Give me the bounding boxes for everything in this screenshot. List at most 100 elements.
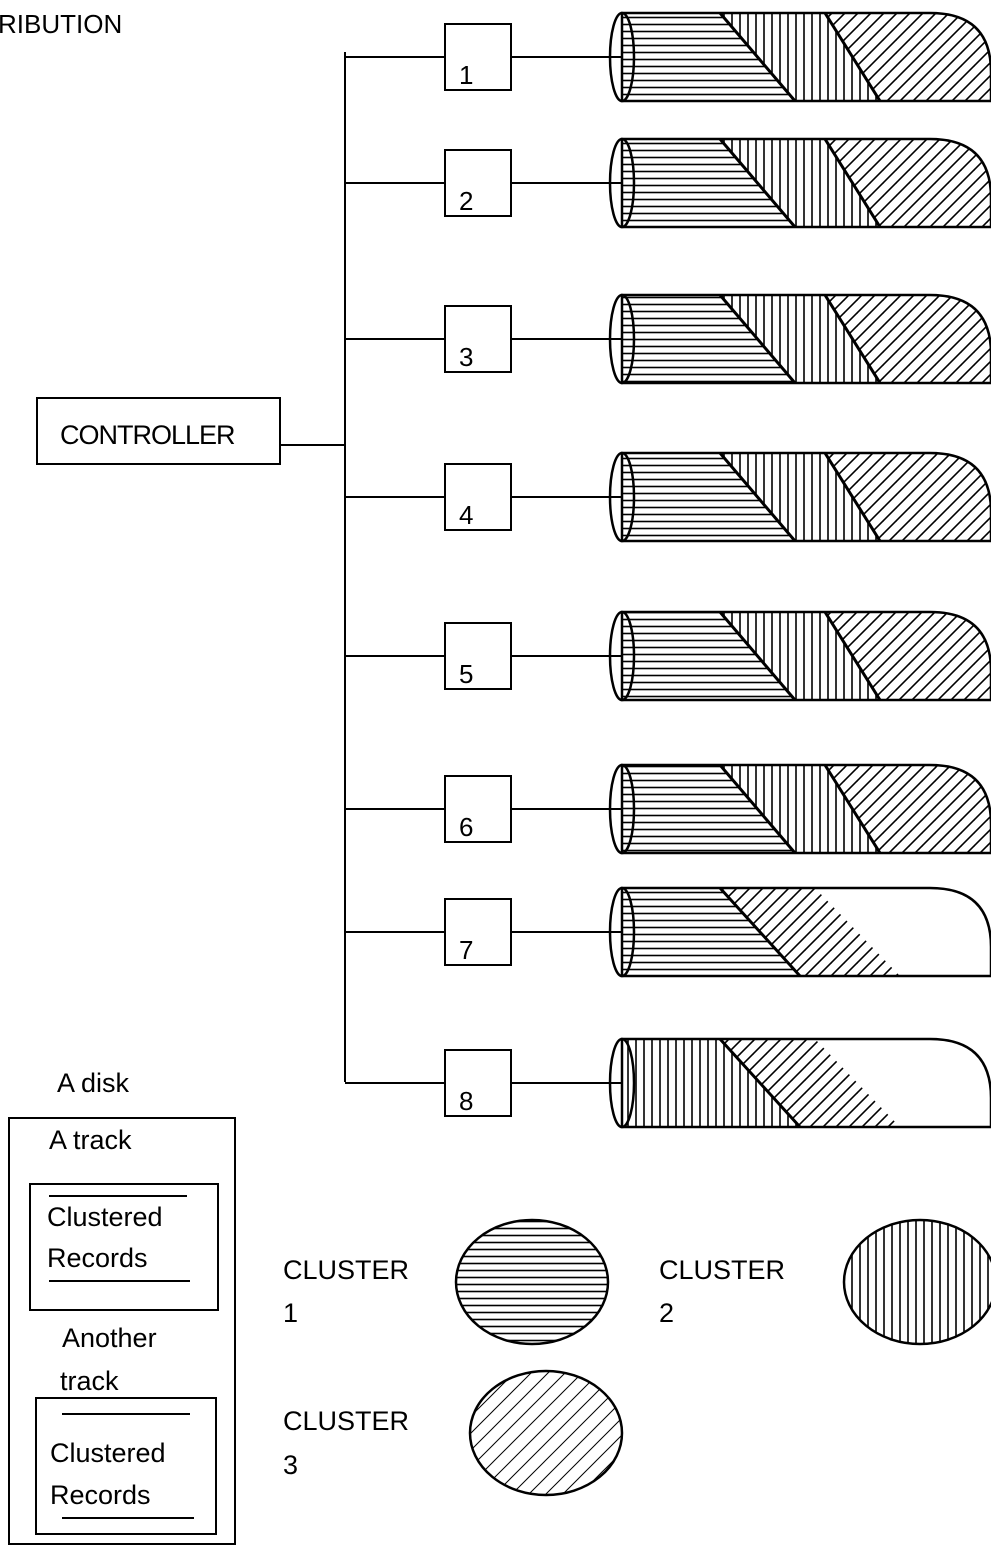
disk-2-zone-divider: [718, 139, 797, 227]
disk-end-cap-3: [608, 293, 636, 385]
channel-label-8: 8: [459, 1086, 473, 1116]
channel-box-8: [444, 1049, 512, 1117]
disk-end-cap-1: [608, 11, 636, 103]
disk-track-4: [620, 451, 991, 543]
disk-5-zone-horizontal: [622, 612, 795, 700]
disk-track-2: [620, 137, 991, 229]
channel-box-5: [444, 622, 512, 690]
legend-disk-label: A disk: [57, 1068, 130, 1098]
disk-2-zone-vertical: [720, 139, 880, 227]
disk-6-zone-horizontal: [622, 765, 795, 853]
disk-7-zone-diagonal: [720, 888, 900, 976]
disk-8-zone-divider: [718, 1039, 802, 1127]
disk-row-8: 8: [345, 1037, 991, 1129]
channel-label-1: 1: [459, 60, 473, 90]
disk-row-3: 3: [345, 293, 991, 385]
disk-8-zone-vertical: [622, 1039, 800, 1127]
disk-row-5: 5: [345, 610, 991, 702]
disk-track-3: [620, 293, 991, 385]
cluster-2-label-line1: CLUSTER: [659, 1255, 785, 1285]
legend-track1-line1: Clustered: [47, 1202, 163, 1232]
disk-row-7: 7: [345, 886, 991, 978]
cluster-1-label-line1: CLUSTER: [283, 1255, 409, 1285]
disk-track-8: [620, 1037, 991, 1129]
disk-6-zone-divider: [718, 765, 797, 853]
disk-3-zone-vertical: [720, 295, 880, 383]
legend-disk-box: [8, 1117, 236, 1545]
disk-3-zone-divider: [823, 295, 882, 383]
disk-1-zone-horizontal: [622, 13, 795, 101]
disk-1-zone-divider: [718, 13, 797, 101]
legend-track2-box: [35, 1397, 217, 1535]
disk-end-cap-5: [608, 610, 636, 702]
disk-end-cap-4: [608, 451, 636, 543]
legend-track1-line2: Records: [47, 1243, 148, 1273]
disk-rows: 1 2 3 4 5 6 7 8: [345, 11, 991, 1129]
disk-track-1: [620, 11, 991, 103]
disk-row-2: 2: [345, 137, 991, 229]
disk-4-zone-horizontal: [622, 453, 795, 541]
disk-track-6: [620, 763, 991, 855]
channel-box-1: [444, 23, 512, 91]
disk-row-1: 1: [345, 11, 991, 103]
controller-box: CONTROLLER: [36, 397, 281, 465]
cluster-3: CLUSTER 3: [283, 1369, 624, 1497]
cluster-1: CLUSTER 1: [283, 1218, 610, 1346]
disk-4-zone-vertical: [720, 453, 880, 541]
disk-track-7: [620, 886, 991, 978]
disk-row-4: 4: [345, 451, 991, 543]
disk-4-zone-divider: [823, 453, 882, 541]
disk-2-zone-horizontal: [622, 139, 795, 227]
disk-track-5: [620, 610, 991, 702]
legend-track1-box: [29, 1183, 219, 1311]
channel-label-7: 7: [459, 935, 473, 965]
cluster-3-label-line1: CLUSTER: [283, 1406, 409, 1436]
channel-label-2: 2: [459, 186, 473, 216]
legend-track2-label-line2: track: [60, 1366, 119, 1396]
channel-box-6: [444, 775, 512, 843]
disk-end-cap-8: [608, 1037, 636, 1129]
disk-5-zone-divider: [823, 612, 882, 700]
disk-end-cap-7: [608, 886, 636, 978]
legend-track2-line2: Records: [50, 1480, 151, 1510]
legend: A disk A track Clustered Records Another…: [8, 1068, 236, 1545]
cluster-1-label-line2: 1: [283, 1298, 298, 1328]
cluster-3-label-line2: 3: [283, 1450, 298, 1480]
page-title-fragment: RIBUTION: [0, 9, 122, 39]
disk-5-zone-vertical: [720, 612, 880, 700]
disk-3-zone-horizontal: [622, 295, 795, 383]
cluster-3-swatch: [468, 1369, 624, 1497]
disk-3-zone-divider: [718, 295, 797, 383]
legend-track2-label-line1: Another: [62, 1323, 157, 1353]
channel-label-3: 3: [459, 342, 473, 372]
cluster-2-swatch: [842, 1218, 991, 1346]
legend-track1-label: A track: [49, 1125, 132, 1155]
channel-box-3: [444, 305, 512, 373]
controller-label: CONTROLLER: [60, 420, 235, 450]
disk-row-6: 6: [345, 763, 991, 855]
disk-7-zone-divider: [718, 888, 802, 976]
disk-6-zone-divider: [823, 765, 882, 853]
disk-1-zone-divider: [823, 13, 882, 101]
channel-box-2: [444, 149, 512, 217]
disk-end-cap-6: [608, 763, 636, 855]
cluster-2: CLUSTER 2: [659, 1218, 991, 1346]
disk-6-zone-vertical: [720, 765, 880, 853]
disk-4-zone-divider: [718, 453, 797, 541]
disk-7-zone-horizontal: [622, 888, 800, 976]
disk-2-zone-divider: [823, 139, 882, 227]
channel-box-4: [444, 463, 512, 531]
legend-track2-line1: Clustered: [50, 1438, 166, 1468]
controller-bus: [280, 52, 346, 1082]
channel-box-7: [444, 898, 512, 966]
disk-1-zone-vertical: [720, 13, 880, 101]
disk-5-zone-divider: [718, 612, 797, 700]
channel-label-5: 5: [459, 659, 473, 689]
cluster-1-swatch: [454, 1218, 610, 1346]
cluster-2-label-line2: 2: [659, 1298, 674, 1328]
disk-end-cap-2: [608, 137, 636, 229]
channel-label-6: 6: [459, 812, 473, 842]
disk-8-zone-diagonal: [720, 1039, 900, 1127]
channel-label-4: 4: [459, 500, 473, 530]
